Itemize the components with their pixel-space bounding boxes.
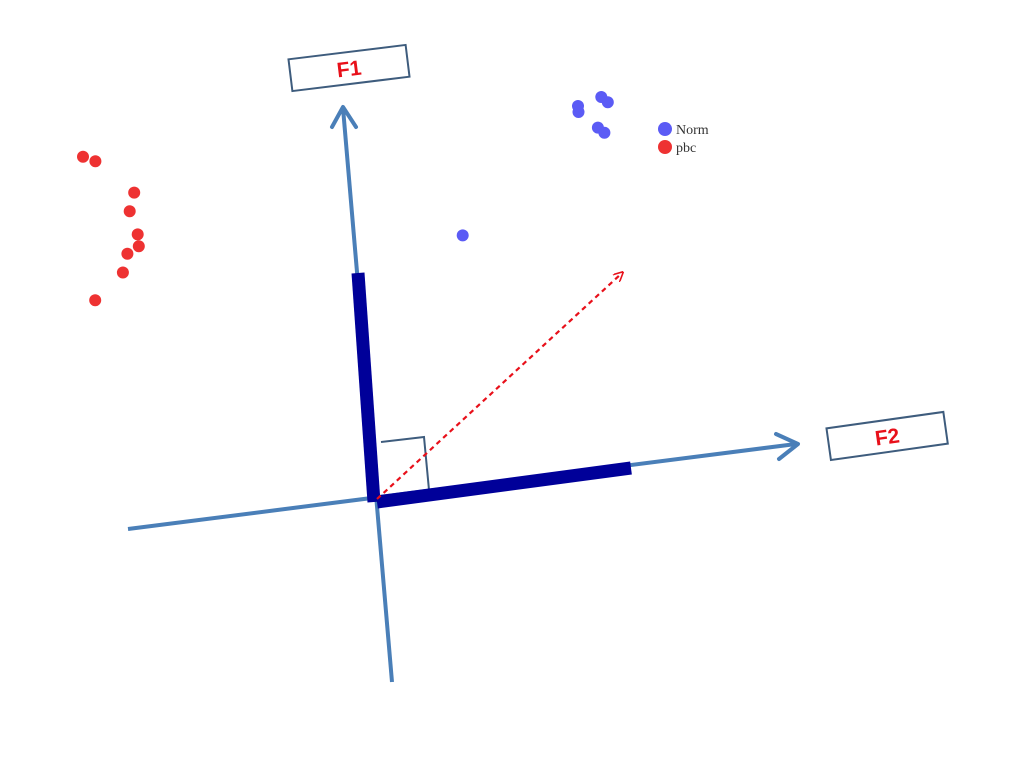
point-norm-5 — [598, 126, 611, 139]
point-norm-6 — [456, 229, 469, 242]
f1-label-box: F1 — [287, 43, 411, 93]
legend-marker-pbc — [658, 140, 672, 154]
point-pbc-4 — [131, 228, 144, 241]
point-norm-3 — [601, 96, 614, 109]
f1-projection-bar — [351, 272, 381, 503]
f2-arrowhead — [774, 432, 800, 461]
point-pbc-7 — [116, 266, 129, 279]
dashed-vector — [376, 273, 622, 500]
f2-projection-bar — [376, 461, 632, 509]
legend: Norm pbc — [658, 122, 709, 156]
point-pbc-1 — [89, 155, 102, 168]
point-pbc-8 — [89, 294, 102, 307]
data-points — [77, 91, 614, 307]
right-angle-marker — [380, 435, 430, 491]
point-pbc-5 — [132, 240, 145, 253]
f1-arrowhead — [330, 105, 358, 129]
legend-marker-norm — [658, 122, 672, 136]
point-norm-1 — [572, 100, 584, 112]
point-pbc-0 — [77, 150, 89, 163]
legend-label-pbc: pbc — [676, 141, 696, 156]
point-pbc-6 — [121, 247, 134, 260]
f2-label: F2 — [874, 424, 901, 450]
point-pbc-3 — [123, 205, 136, 218]
f1-label: F1 — [336, 57, 363, 83]
f2-label-box: F2 — [825, 410, 949, 462]
legend-label-norm: Norm — [676, 123, 709, 138]
point-pbc-2 — [128, 186, 141, 199]
